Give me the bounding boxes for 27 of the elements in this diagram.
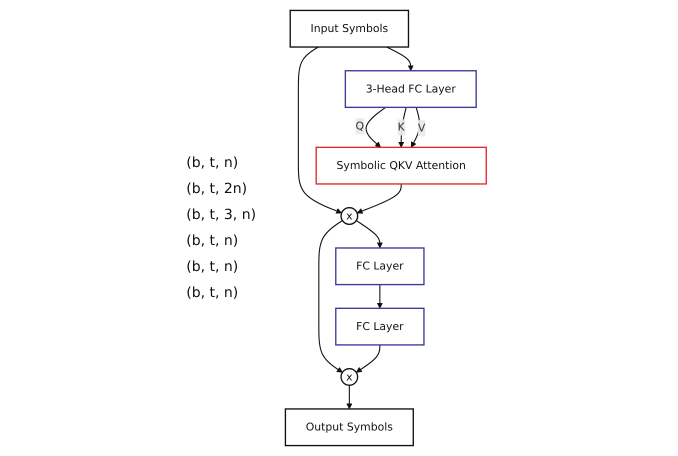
node-box: 3-Head FC Layer bbox=[344, 70, 477, 108]
edge-label: Q bbox=[356, 119, 364, 132]
arrow bbox=[356, 344, 380, 373]
dimension-label: (b, t, n) bbox=[186, 155, 240, 171]
dimension-label: (b, t, n) bbox=[186, 285, 240, 301]
arrow bbox=[376, 284, 383, 309]
arrow bbox=[356, 220, 383, 248]
node-circle: x bbox=[340, 207, 358, 225]
node-box: Input Symbols bbox=[290, 10, 410, 48]
node-box: Output Symbols bbox=[284, 408, 414, 446]
edge-label: K bbox=[398, 120, 405, 134]
node-box: FC Layer bbox=[335, 247, 425, 286]
arrow bbox=[318, 220, 343, 373]
dimension-label: (b, t, 3, n) bbox=[186, 207, 256, 223]
node-box: Symbolic QKV Attention bbox=[316, 146, 487, 185]
dimension-label: (b, t, n) bbox=[186, 259, 240, 275]
edge-label: V bbox=[418, 121, 426, 134]
arrow bbox=[386, 46, 414, 72]
arrow bbox=[298, 46, 342, 214]
arrow bbox=[356, 184, 402, 214]
arrow bbox=[366, 106, 386, 148]
dimension-label: (b, t, 2n) bbox=[186, 181, 248, 197]
node-box: FC Layer bbox=[335, 308, 425, 346]
node-circle: x bbox=[340, 368, 358, 386]
dimension-label: (b, t, n) bbox=[186, 233, 240, 249]
arrow bbox=[410, 107, 420, 148]
arrow bbox=[346, 385, 352, 410]
